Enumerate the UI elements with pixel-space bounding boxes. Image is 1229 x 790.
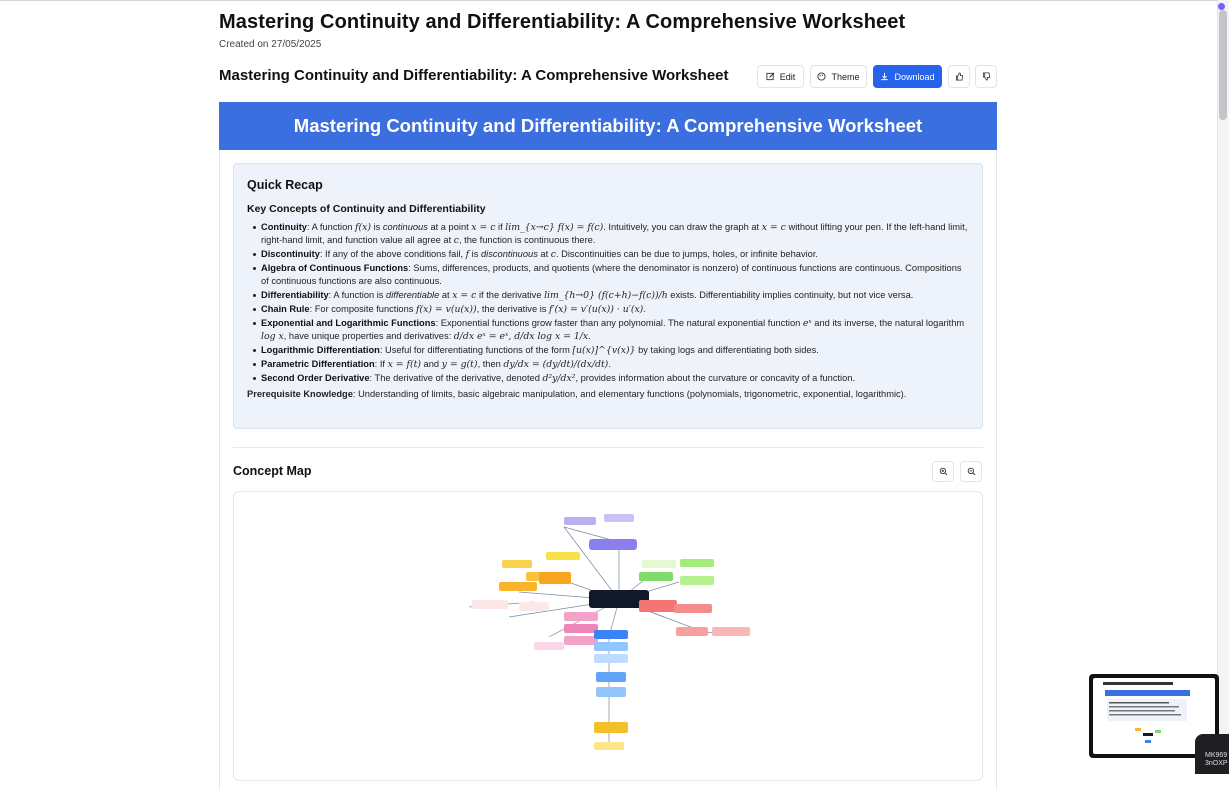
zoom-in-icon: [939, 467, 947, 476]
thumbs-down-icon: [982, 72, 990, 81]
zoom-in-button[interactable]: [932, 461, 954, 482]
edit-label: Edit: [779, 71, 796, 82]
recap-subheading: Key Concepts of Continuity and Different…: [247, 203, 486, 215]
recap-item-chain-rule: Chain Rule: For composite functions f(x)…: [253, 303, 969, 316]
preview-thumbnail: [1093, 678, 1215, 754]
recap-item-discontinuity: Discontinuity: If any of the above condi…: [253, 248, 969, 261]
edit-icon: [766, 72, 775, 81]
recap-list: Continuity: A function f(x) is continuou…: [247, 221, 969, 385]
recap-item-log-diff: Logarithmic Differentiation: Useful for …: [253, 344, 969, 357]
concept-map-title: Concept Map: [233, 464, 312, 478]
recap-item-exp-log: Exponential and Logarithmic Functions: E…: [253, 317, 969, 343]
scrollbar-thumb[interactable]: [1219, 10, 1227, 120]
recap-item-algebra: Algebra of Continuous Functions: Sums, d…: [253, 262, 969, 288]
theme-label: Theme: [831, 71, 860, 82]
prerequisite-knowledge: Prerequisite Knowledge: Understanding of…: [247, 389, 907, 399]
palette-icon: [817, 72, 827, 81]
zoom-out-button[interactable]: [960, 461, 982, 482]
dislike-button[interactable]: [975, 65, 997, 88]
scrollbar-track[interactable]: [1217, 0, 1229, 768]
preview-graphic: [1103, 682, 1190, 743]
corner-overlay-panel: MK969 3nOXP: [1195, 734, 1229, 774]
document-title: Mastering Continuity and Differentiabili…: [219, 67, 729, 84]
created-date: Created on 27/05/2025: [219, 39, 322, 50]
edit-button[interactable]: Edit: [757, 65, 804, 88]
like-button[interactable]: [948, 65, 970, 88]
recap-item-parametric: Parametric Differentiation: If x = f(t) …: [253, 358, 969, 371]
concept-map-canvas[interactable]: [233, 491, 983, 781]
download-button[interactable]: Download: [873, 65, 942, 88]
download-icon: [881, 72, 889, 81]
download-label: Download: [894, 71, 935, 82]
top-border: [0, 0, 1217, 1]
zoom-out-icon: [967, 467, 975, 476]
section-divider: [233, 447, 983, 448]
scroll-indicator-dot: [1218, 3, 1225, 10]
page-title: Mastering Continuity and Differentiabili…: [219, 11, 906, 33]
floating-preview-window[interactable]: [1089, 674, 1219, 758]
recap-item-differentiability: Differentiability: A function is differe…: [253, 289, 969, 302]
worksheet-banner: Mastering Continuity and Differentiabili…: [219, 102, 997, 150]
concept-map-nodes: [472, 514, 750, 750]
recap-heading: Quick Recap: [247, 178, 323, 192]
document-frame: [219, 150, 997, 790]
recap-item-continuity: Continuity: A function f(x) is continuou…: [253, 222, 968, 246]
recap-item-second-order: Second Order Derivative: The derivative …: [253, 372, 969, 385]
thumbs-up-icon: [955, 72, 963, 81]
concept-map-graph: [468, 514, 750, 750]
quick-recap-card: Quick Recap Key Concepts of Continuity a…: [233, 163, 983, 429]
theme-button[interactable]: Theme: [810, 65, 867, 88]
